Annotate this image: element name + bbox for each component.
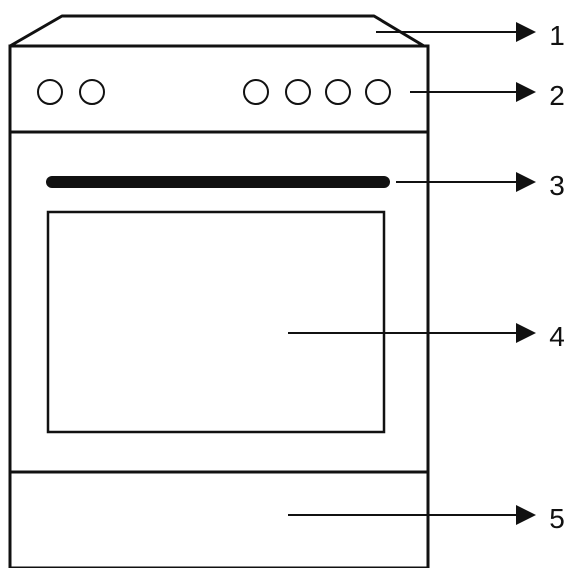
- knob-left-1: [37, 79, 63, 105]
- callout-1-arrowhead: [516, 22, 536, 42]
- cooktop: [8, 14, 426, 48]
- oven-window: [46, 210, 386, 434]
- callout-5-arrowhead: [516, 505, 536, 525]
- control-knobs: [37, 79, 391, 105]
- knob-right-4: [365, 79, 391, 105]
- callout-4-leader: [288, 323, 536, 343]
- callout-2-leader: [410, 82, 536, 102]
- callout-label-4: 4: [549, 321, 565, 352]
- knob-right-1: [243, 79, 269, 105]
- callout-label-5: 5: [549, 503, 565, 534]
- callout-2-arrowhead: [516, 82, 536, 102]
- callout-5-leader: [288, 505, 536, 525]
- callout-label-1: 1: [549, 20, 565, 51]
- callout-3-arrowhead: [516, 172, 536, 192]
- knob-left-2: [79, 79, 105, 105]
- callout-1-leader: [376, 22, 536, 42]
- callout-4-arrowhead: [516, 323, 536, 343]
- knob-right-2: [285, 79, 311, 105]
- knob-right-3: [325, 79, 351, 105]
- callout-label-3: 3: [549, 170, 565, 201]
- callout-3-leader: [396, 172, 536, 192]
- callout-label-2: 2: [549, 80, 565, 111]
